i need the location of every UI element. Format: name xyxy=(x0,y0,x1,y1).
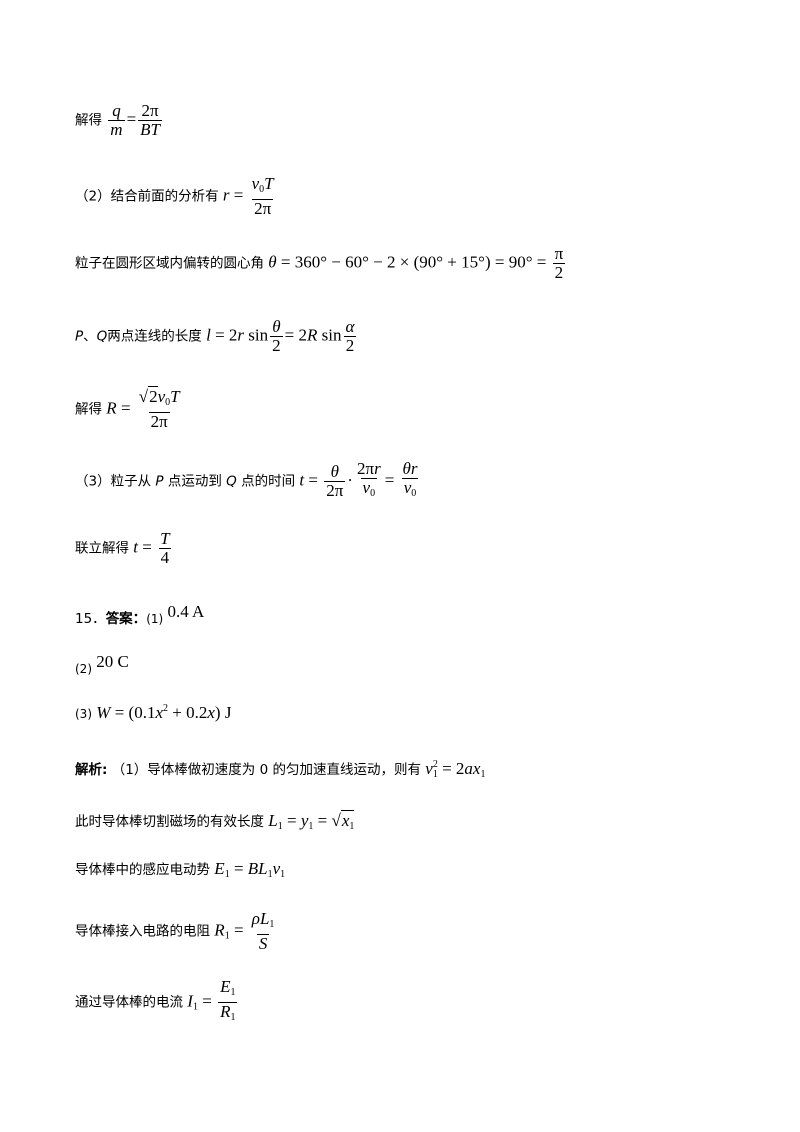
label-text: 点的时间 xyxy=(241,473,296,490)
formula-velocity: v12 = 2ax1 xyxy=(425,759,486,780)
label-text: 导体棒接入电路的电阻 xyxy=(75,923,210,940)
separator: 、 xyxy=(83,328,97,345)
part-label: (3) xyxy=(75,707,92,721)
question-number: 15． xyxy=(75,611,106,627)
label-text: 联立解得 xyxy=(75,540,129,557)
label-text: （2）结合前面的分析有 xyxy=(75,188,219,205)
line-effective-length: 此时导体棒切割磁场的有效长度 L1 = y1 = √x1 xyxy=(75,810,355,832)
answer-label: 答案： xyxy=(105,611,147,627)
answer-part-2: (2) 20 C xyxy=(75,652,129,677)
label-text: 粒子在圆形区域内偏转的圆心角 xyxy=(75,255,264,272)
label-text: 解得 xyxy=(75,401,102,418)
label-text: 通过导体棒的电流 xyxy=(75,994,183,1011)
question-15-answer: 15．答案：(1) 0.4 A xyxy=(75,602,204,627)
label-text: 此时导体棒切割磁场的有效长度 xyxy=(75,814,264,830)
part-label: (1) xyxy=(146,612,164,626)
line-angle: 粒子在圆形区域内偏转的圆心角 θ = 360° − 60° − 2 × (90°… xyxy=(75,245,567,282)
point-p: P xyxy=(75,328,84,345)
point-q: Q xyxy=(96,328,108,345)
part-label: (2) xyxy=(75,662,92,676)
formula-emf: E1 = BL1v1 xyxy=(214,859,286,880)
label-text: （3）粒子从 xyxy=(75,473,152,490)
point-q: Q xyxy=(226,473,237,490)
line-emf: 导体棒中的感应电动势 E1 = BL1v1 xyxy=(75,858,285,880)
formula-effective-length: L1 = y1 = √x1 xyxy=(268,810,355,832)
answer-value-1: 0.4 A xyxy=(167,602,205,621)
analysis-text: （1）导体棒做初速度为 0 的匀加速直线运动，则有 xyxy=(111,762,421,778)
label-text: 点运动到 xyxy=(167,473,222,490)
analysis-line: 解析: （1）导体棒做初速度为 0 的匀加速直线运动，则有 v12 = 2ax1 xyxy=(75,758,485,780)
point-p: P xyxy=(155,473,164,490)
label-text: 两点连线的长度 xyxy=(107,328,202,345)
answer-value-2: 20 C xyxy=(96,652,129,671)
label-text: 导体棒中的感应电动势 xyxy=(75,862,210,878)
formula-work: W = (0.1x2 + 0.2x) J xyxy=(96,703,232,722)
label-text: 解得 xyxy=(75,112,102,129)
formula-angle: θ = 360° − 60° − 2 × (90° + 15°) = 90° =… xyxy=(268,244,566,282)
analysis-label: 解析: xyxy=(75,762,108,778)
answer-part-3: (3) W = (0.1x2 + 0.2x) J xyxy=(75,703,231,723)
